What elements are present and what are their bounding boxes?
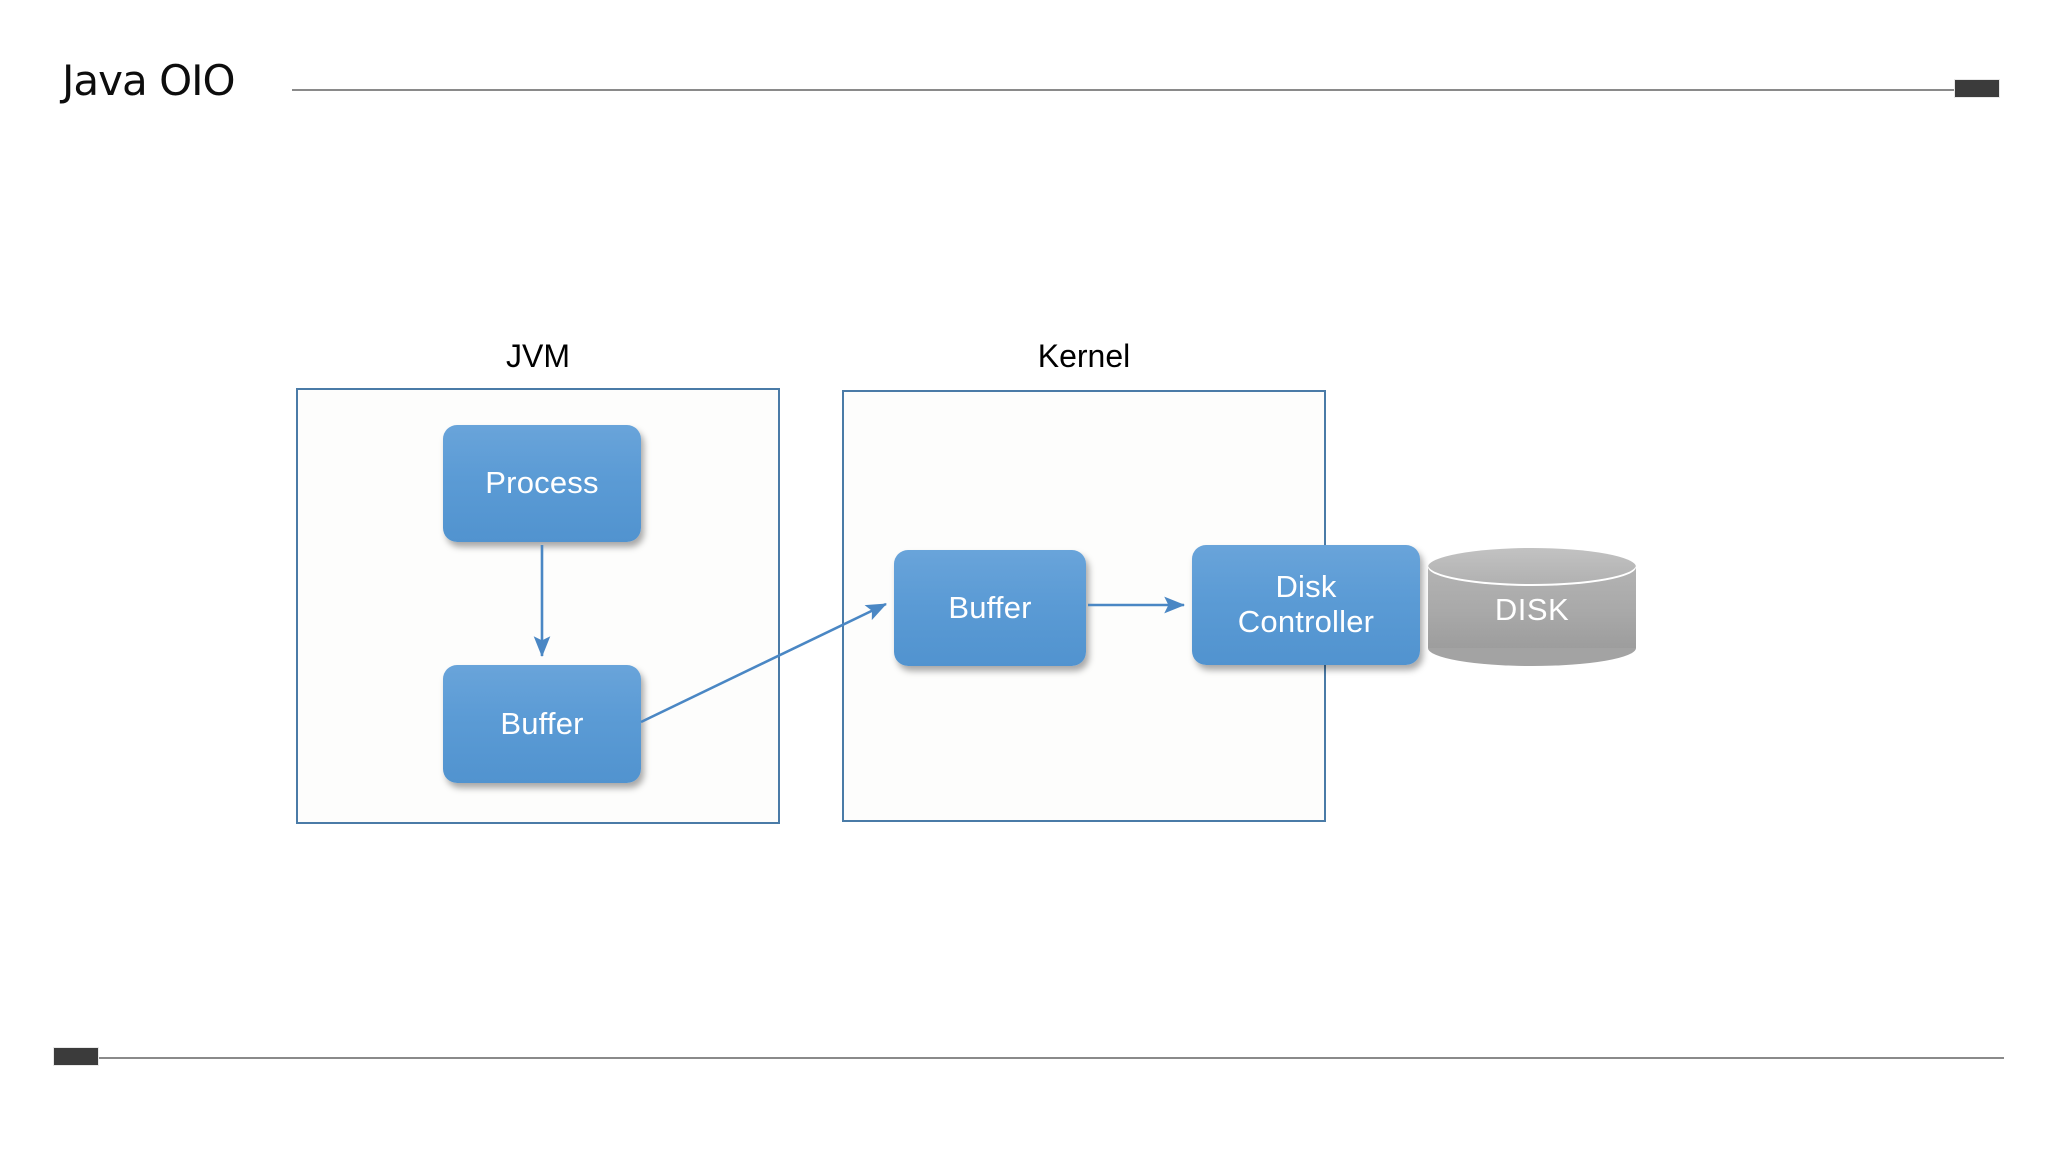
page-title: Java OIO bbox=[62, 56, 236, 105]
node-disk-label: DISK bbox=[1494, 592, 1570, 627]
node-process: Process bbox=[443, 425, 641, 542]
node-disk-controller-line2: Controller bbox=[1237, 604, 1375, 639]
node-disk-controller-line1: Disk bbox=[1275, 569, 1337, 605]
node-jvm-buffer: Buffer bbox=[443, 665, 641, 783]
header-block-marker-icon bbox=[1955, 80, 1999, 97]
group-label-jvm: JVM bbox=[506, 338, 570, 374]
node-kernel-buffer: Buffer bbox=[894, 550, 1086, 666]
footer-divider bbox=[88, 1057, 2004, 1059]
node-disk: DISK bbox=[1428, 548, 1636, 666]
header-divider bbox=[292, 89, 1962, 91]
footer-block-marker-icon bbox=[54, 1048, 98, 1065]
disk-cylinder-top bbox=[1428, 548, 1636, 586]
node-disk-controller: Disk Controller bbox=[1192, 545, 1420, 665]
group-label-kernel: Kernel bbox=[1037, 338, 1131, 374]
